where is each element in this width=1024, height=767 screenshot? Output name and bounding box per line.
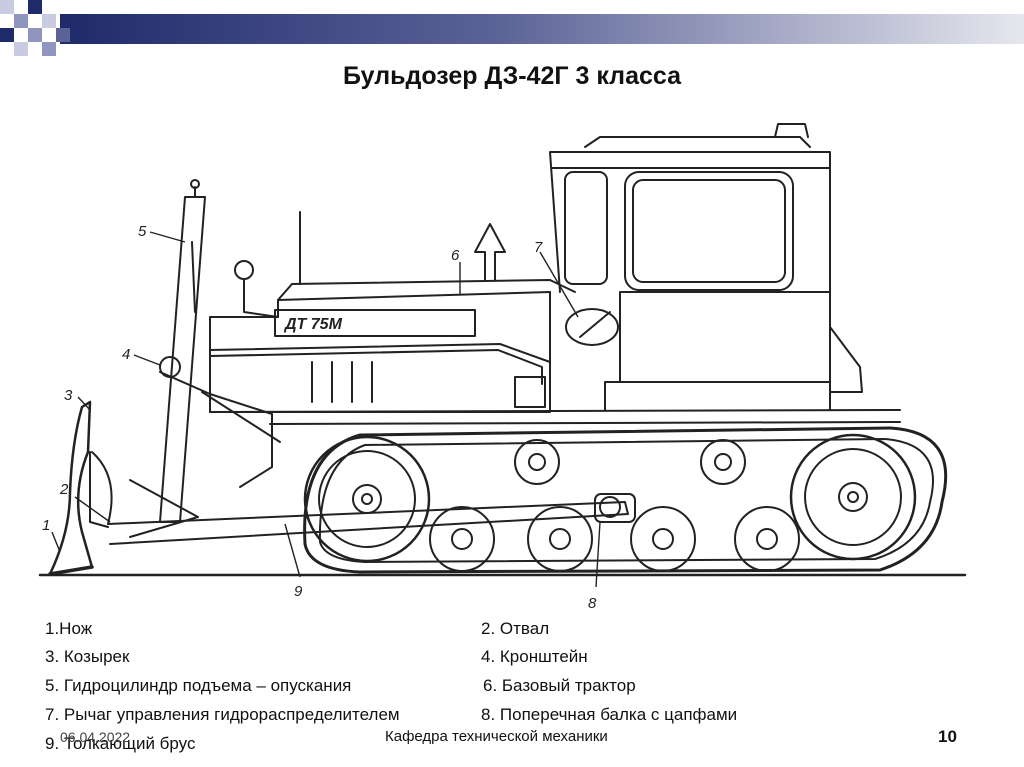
callout-7: 7 bbox=[534, 239, 543, 256]
legend-item-6: 6. Базовый трактор bbox=[483, 676, 636, 695]
legend-item-5: 5. Гидроцилиндр подъема – опускания bbox=[45, 676, 352, 695]
callout-6: 6 bbox=[451, 247, 460, 264]
legend-item-8: 8. Поперечная балка с цапфами bbox=[481, 705, 738, 724]
legend-item-2: 2. Отвал bbox=[481, 619, 550, 638]
legend-item-7: 7. Рычаг управления гидрораспределителем bbox=[45, 705, 400, 724]
slide-title: Бульдозер ДЗ-42Г 3 класса bbox=[343, 62, 681, 90]
engine-plate: ДТ 75М bbox=[283, 316, 343, 333]
legend-item-4: 4. Кронштейн bbox=[481, 647, 588, 666]
callout-4: 4 bbox=[122, 346, 130, 363]
callout-3: 3 bbox=[64, 387, 73, 404]
footer-department: Кафедра технической механики bbox=[385, 728, 608, 745]
legend-item-3: 3. Козырек bbox=[45, 647, 130, 666]
legend-item-1: 1.Нож bbox=[45, 619, 93, 638]
callout-8: 8 bbox=[588, 595, 597, 612]
bulldozer-diagram: ДТ 75М 1 2 3 4 5 6 7 8 9 bbox=[38, 123, 967, 612]
callout-9: 9 bbox=[294, 583, 303, 600]
callout-1: 1 bbox=[42, 517, 50, 534]
header-decoration bbox=[0, 0, 1024, 56]
footer-date: 06.04.2022 bbox=[60, 729, 131, 745]
callout-5: 5 bbox=[138, 223, 147, 240]
page-number: 10 bbox=[938, 727, 957, 746]
callout-2: 2 bbox=[59, 481, 69, 498]
legend-item-9: 9. Толкающий брус bbox=[45, 734, 196, 753]
